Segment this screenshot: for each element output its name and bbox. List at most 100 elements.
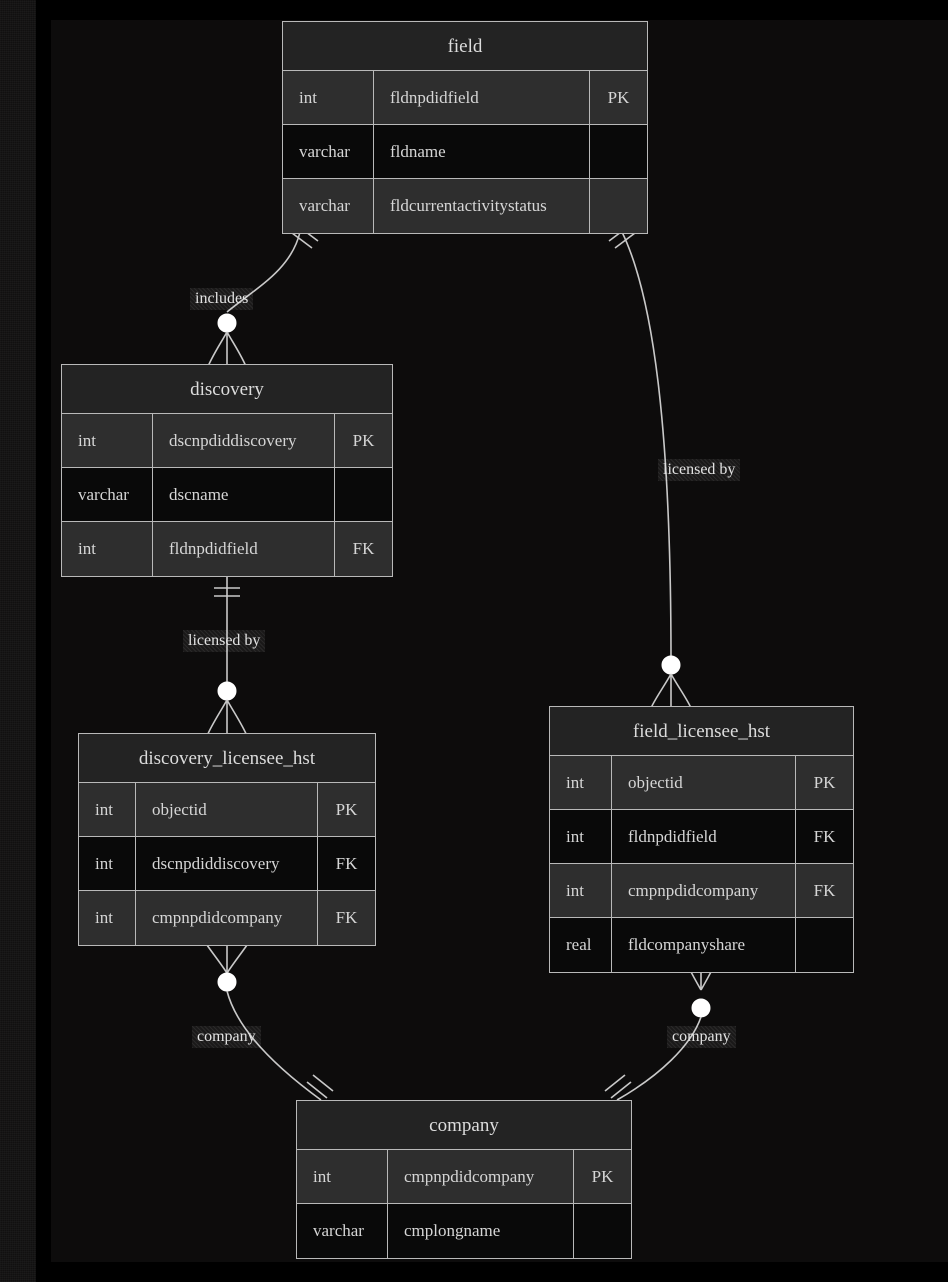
tick-one-b-cmp-r: [604, 1074, 626, 1092]
entity-field-licensee-hst[interactable]: field_licensee_hst int objectid PK int f…: [549, 706, 854, 973]
entity-discovery-licensee-hst[interactable]: discovery_licensee_hst int objectid PK i…: [78, 733, 376, 946]
tick-one-a-cmp-r: [610, 1081, 632, 1099]
tick-one-b-cmp-l: [312, 1074, 334, 1092]
left-rail: [0, 0, 36, 1282]
column-type: int: [79, 891, 136, 945]
column-key: FK: [335, 908, 358, 927]
column-type: int: [550, 810, 612, 863]
column-key: FK: [813, 826, 836, 846]
column-key: [590, 125, 647, 178]
cardinality-zero-includes: [217, 313, 237, 333]
entity-title-discovery: discovery: [62, 365, 392, 414]
column-key: FK: [813, 880, 836, 900]
table-row[interactable]: int dscnpdiddiscovery FK: [79, 837, 375, 891]
crow-left-lbr: [650, 673, 672, 709]
column-name: fldcurrentactivitystatus: [374, 179, 590, 233]
column-name: dscnpdiddiscovery: [136, 837, 318, 890]
column-type: int: [62, 522, 153, 576]
diagram-canvas[interactable]: includes licensed by licensed by company…: [51, 20, 948, 1262]
table-row[interactable]: int cmpnpdidcompany FK: [79, 891, 375, 945]
crow-right-lbr: [670, 673, 692, 709]
table-row[interactable]: int fldnpdidfield PK: [283, 71, 647, 125]
edge-dlh-company: [206, 944, 334, 1101]
cardinality-zero-cmp-l: [217, 972, 237, 992]
entity-columns-field: int fldnpdidfield PK varchar fldname var…: [283, 71, 647, 233]
column-key: PK: [591, 1166, 614, 1186]
column-key: [335, 468, 392, 521]
entity-company[interactable]: company int cmpnpdidcompany PK varchar c…: [296, 1100, 632, 1259]
table-row[interactable]: varchar dscname: [62, 468, 392, 522]
table-row[interactable]: varchar fldcurrentactivitystatus: [283, 179, 647, 233]
table-row[interactable]: int fldnpdidfield FK: [550, 810, 853, 864]
table-row[interactable]: real fldcompanyshare: [550, 918, 853, 972]
cardinality-zero-lbl: [217, 681, 237, 701]
entity-discovery[interactable]: discovery int dscnpdiddiscovery PK varch…: [61, 364, 393, 577]
crow-right-lbl: [226, 699, 248, 737]
crow-left-lbl: [206, 699, 228, 737]
entity-title-field-licensee-hst: field_licensee_hst: [550, 707, 853, 756]
edge-discovery-discovery-licensee-hst: [206, 574, 248, 737]
column-type: varchar: [297, 1204, 388, 1258]
table-row[interactable]: int objectid PK: [550, 756, 853, 810]
entity-columns-company: int cmpnpdidcompany PK varchar cmplongna…: [297, 1150, 631, 1258]
crow-right-cmp-l: [226, 944, 248, 974]
column-name: fldcompanyshare: [612, 918, 796, 972]
column-key: PK: [607, 87, 630, 107]
column-type: varchar: [283, 125, 374, 178]
column-key: PK: [335, 799, 358, 819]
crow-left-cmp-l: [206, 944, 228, 974]
column-key: PK: [813, 772, 836, 792]
entity-columns-discovery: int dscnpdiddiscovery PK varchar dscname…: [62, 414, 392, 576]
edge-label-company-left: company: [192, 1026, 261, 1049]
cardinality-zero-cmp-r: [691, 998, 711, 1018]
column-name: objectid: [136, 783, 318, 836]
entity-title-field: field: [283, 22, 647, 71]
column-name: dscnpdiddiscovery: [153, 414, 335, 467]
column-type: int: [62, 414, 153, 467]
table-row[interactable]: int dscnpdiddiscovery PK: [62, 414, 392, 468]
column-key: FK: [352, 539, 375, 558]
column-type: varchar: [62, 468, 153, 521]
column-name: fldnpdidfield: [153, 522, 335, 576]
table-row[interactable]: int cmpnpdidcompany PK: [297, 1150, 631, 1204]
column-key: FK: [335, 853, 358, 873]
cardinality-zero-lbr: [661, 655, 681, 675]
column-name: fldnpdidfield: [612, 810, 796, 863]
column-type: int: [79, 837, 136, 890]
column-name: cmpnpdidcompany: [388, 1150, 574, 1203]
entity-title-discovery-licensee-hst: discovery_licensee_hst: [79, 734, 375, 783]
table-row[interactable]: int fldnpdidfield FK: [62, 522, 392, 576]
tick-one-a-cmp-l: [306, 1081, 328, 1099]
column-key: [796, 918, 853, 972]
column-name: fldname: [374, 125, 590, 178]
left-gutter: [36, 0, 51, 1282]
column-key: [590, 179, 647, 233]
column-type: int: [297, 1150, 388, 1203]
entity-columns-discovery-licensee-hst: int objectid PK int dscnpdiddiscovery FK…: [79, 783, 375, 945]
entity-columns-field-licensee-hst: int objectid PK int fldnpdidfield FK int…: [550, 756, 853, 972]
entity-field[interactable]: field int fldnpdidfield PK varchar fldna…: [282, 21, 648, 234]
column-name: cmplongname: [388, 1204, 574, 1258]
edge-label-licensed-by-left: licensed by: [183, 630, 266, 653]
column-name: objectid: [612, 756, 796, 809]
table-row[interactable]: varchar cmplongname: [297, 1204, 631, 1258]
column-type: int: [550, 864, 612, 917]
column-name: fldnpdidfield: [374, 71, 590, 124]
table-row[interactable]: varchar fldname: [283, 125, 647, 179]
entity-title-company: company: [297, 1101, 631, 1150]
edge-label-licensed-by-right: licensed by: [658, 459, 741, 482]
column-type: int: [550, 756, 612, 809]
column-type: int: [283, 71, 374, 124]
column-name: cmpnpdidcompany: [612, 864, 796, 917]
edge-label-company-right: company: [667, 1026, 736, 1049]
table-row[interactable]: int cmpnpdidcompany FK: [550, 864, 853, 918]
column-name: cmpnpdidcompany: [136, 891, 318, 945]
tick-one-a-includes: [291, 232, 313, 249]
column-key: PK: [352, 430, 375, 450]
column-name: dscname: [153, 468, 335, 521]
column-type: varchar: [283, 179, 374, 233]
column-type: real: [550, 918, 612, 972]
column-key: [574, 1204, 631, 1258]
table-row[interactable]: int objectid PK: [79, 783, 375, 837]
